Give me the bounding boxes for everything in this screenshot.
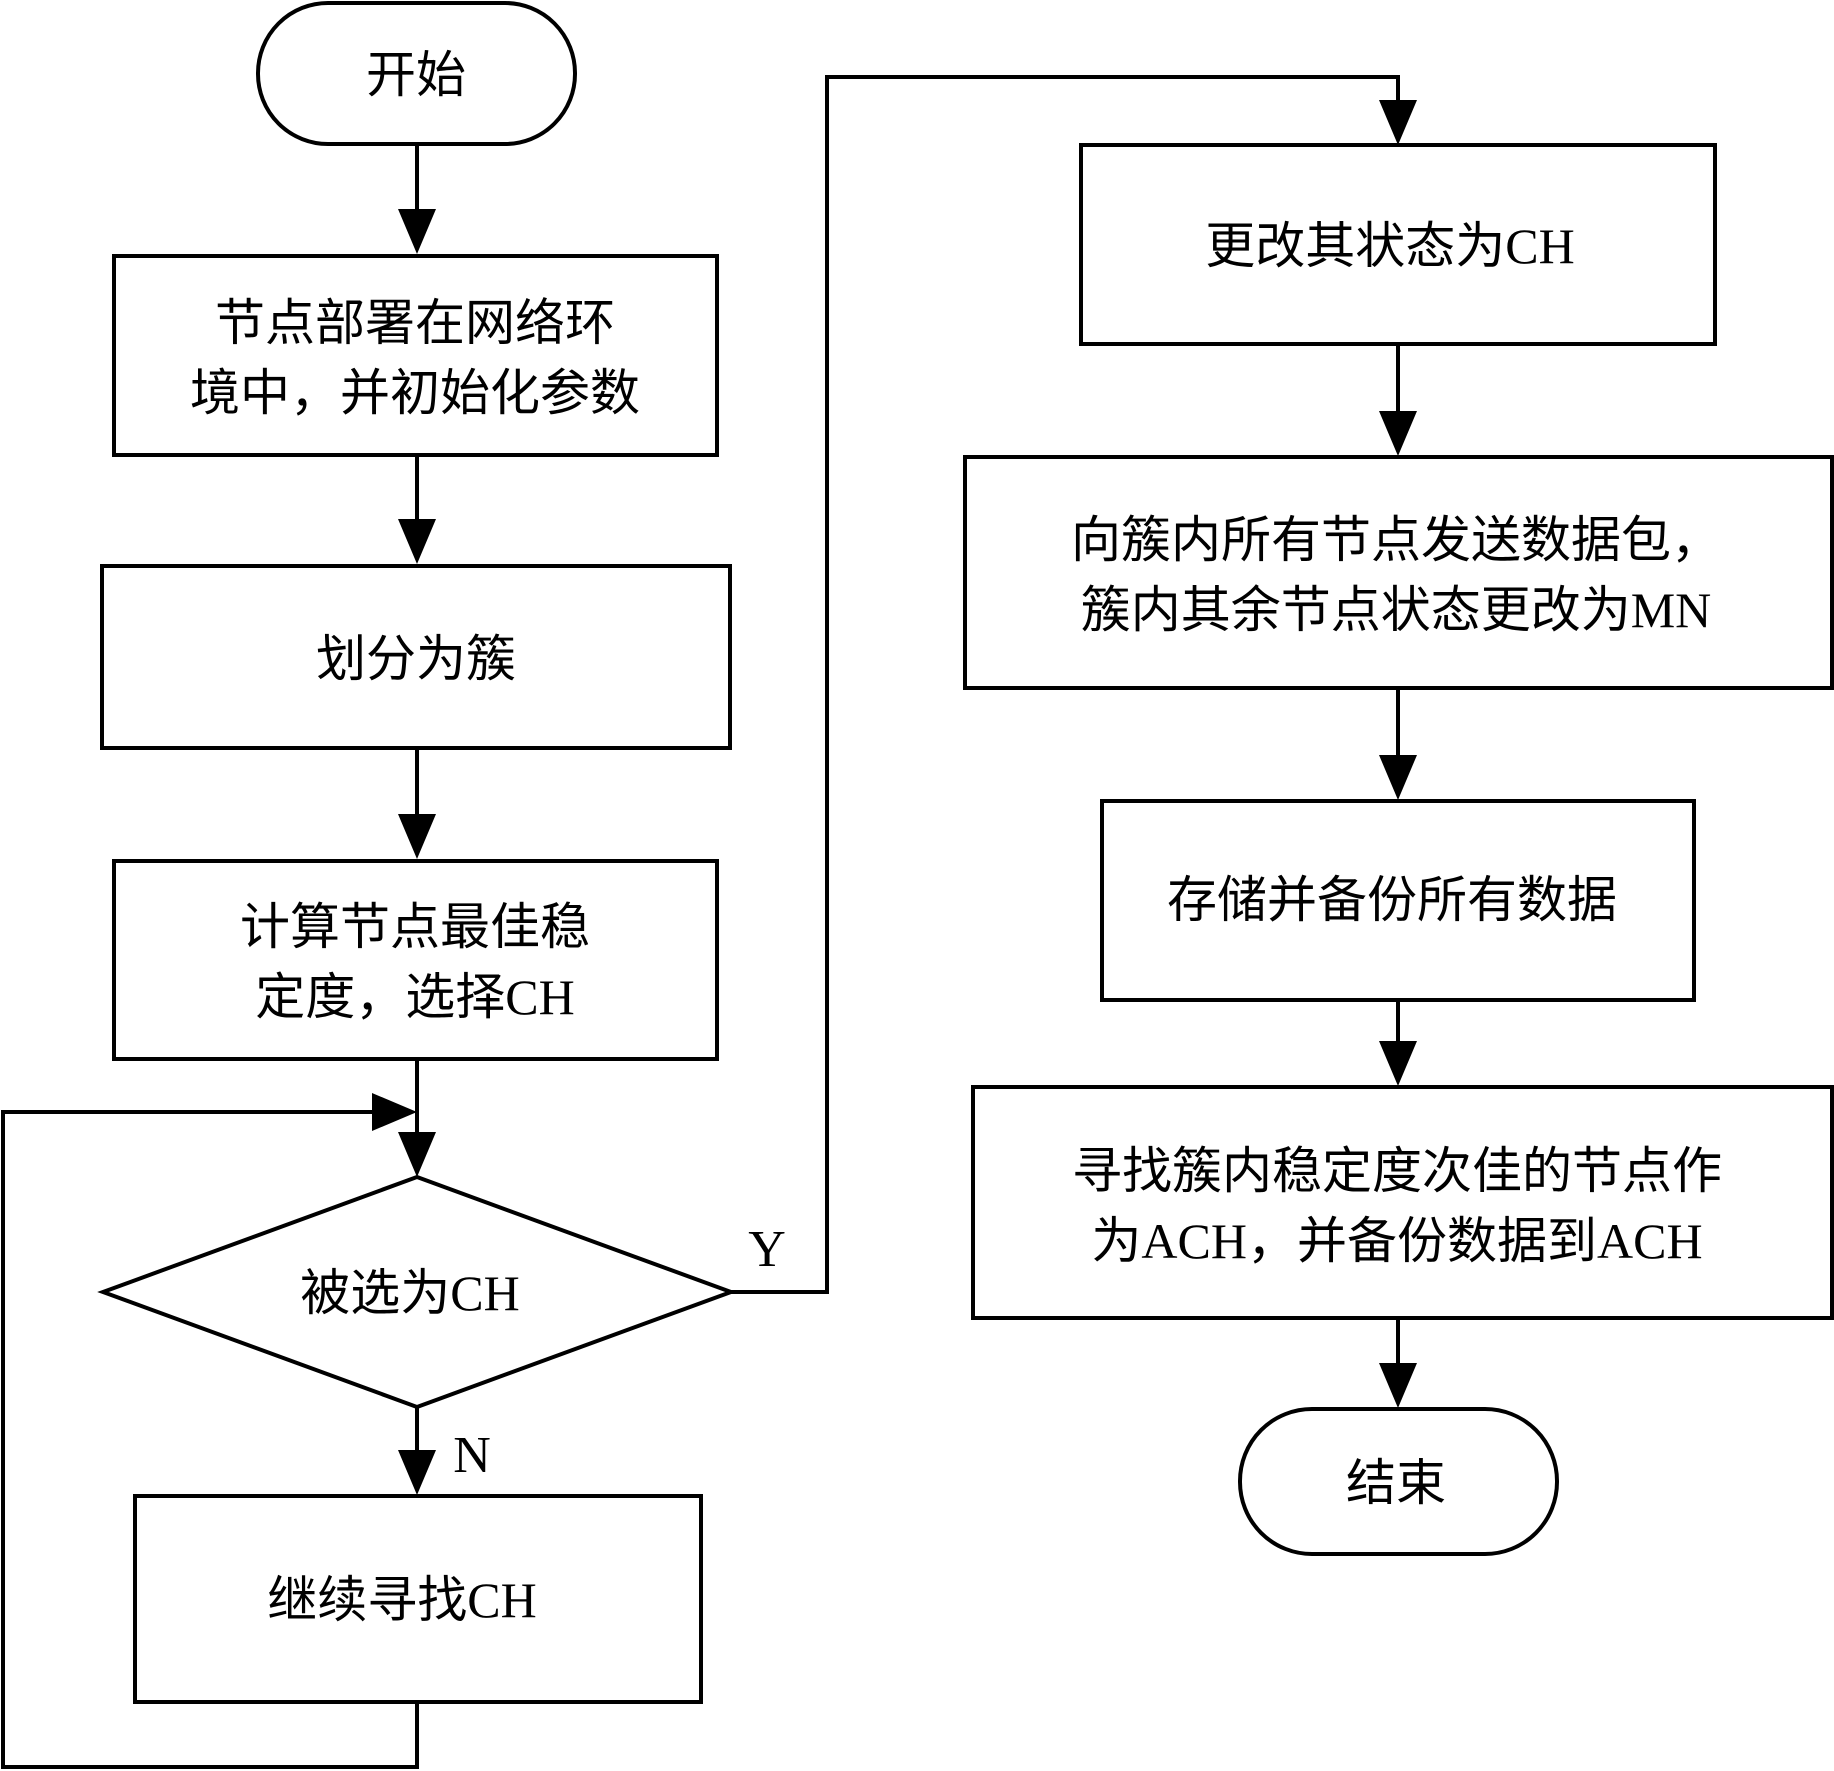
cluster-process-box (100, 564, 732, 750)
arrowhead-init (398, 209, 436, 254)
arrowhead-end (1379, 1363, 1417, 1408)
cluster-label: 划分为簇 (316, 631, 516, 687)
decision-label: 被选为CH (300, 1265, 519, 1321)
arrowhead-calc (398, 814, 436, 859)
continue-process-box (133, 1494, 703, 1704)
edge-decision-yes-to-change (731, 75, 1400, 1294)
send-label-line1: 向簇内所有节点发送数据包， (1071, 512, 1721, 568)
find-label-line2: 为ACH，并备份数据到ACH (1091, 1213, 1702, 1269)
find-process-box (971, 1085, 1834, 1320)
init-process-box (112, 254, 719, 457)
send-label-line2: 簇内其余节点状态更改为MN (1081, 582, 1712, 638)
init-label-line1: 节点部署在网络环 (215, 295, 615, 351)
store-label: 存储并备份所有数据 (1167, 872, 1617, 928)
find-label-line1: 寻找簇内稳定度次佳的节点作 (1072, 1143, 1722, 1199)
init-label-line2: 境中，并初始化参数 (190, 365, 640, 421)
arrowhead-store (1379, 755, 1417, 800)
change-label: 更改其状态为CH (1205, 218, 1574, 274)
end-terminal (1238, 1407, 1559, 1556)
arrowhead-loop-back (372, 1093, 417, 1131)
calc-label-line1: 计算节点最佳稳 (240, 899, 590, 955)
arrowhead-decision (398, 1132, 436, 1177)
send-process-box (963, 455, 1834, 690)
end-label: 结束 (1346, 1455, 1446, 1511)
start-label: 开始 (366, 47, 466, 103)
edge-label-yes: Y (748, 1221, 786, 1278)
arrowhead-find (1379, 1041, 1417, 1086)
arrowhead-send (1379, 411, 1417, 456)
edge-continue-loop-back (1, 1110, 419, 1769)
continue-label: 继续寻找CH (267, 1572, 536, 1628)
arrowhead-continue (398, 1450, 436, 1495)
calc-label-line2: 定度，选择CH (255, 969, 574, 1025)
edge-label-no: N (453, 1427, 491, 1484)
arrowhead-change (1379, 100, 1417, 145)
calc-process-box (112, 859, 719, 1061)
arrowhead-cluster (398, 519, 436, 564)
change-process-box (1079, 143, 1717, 346)
